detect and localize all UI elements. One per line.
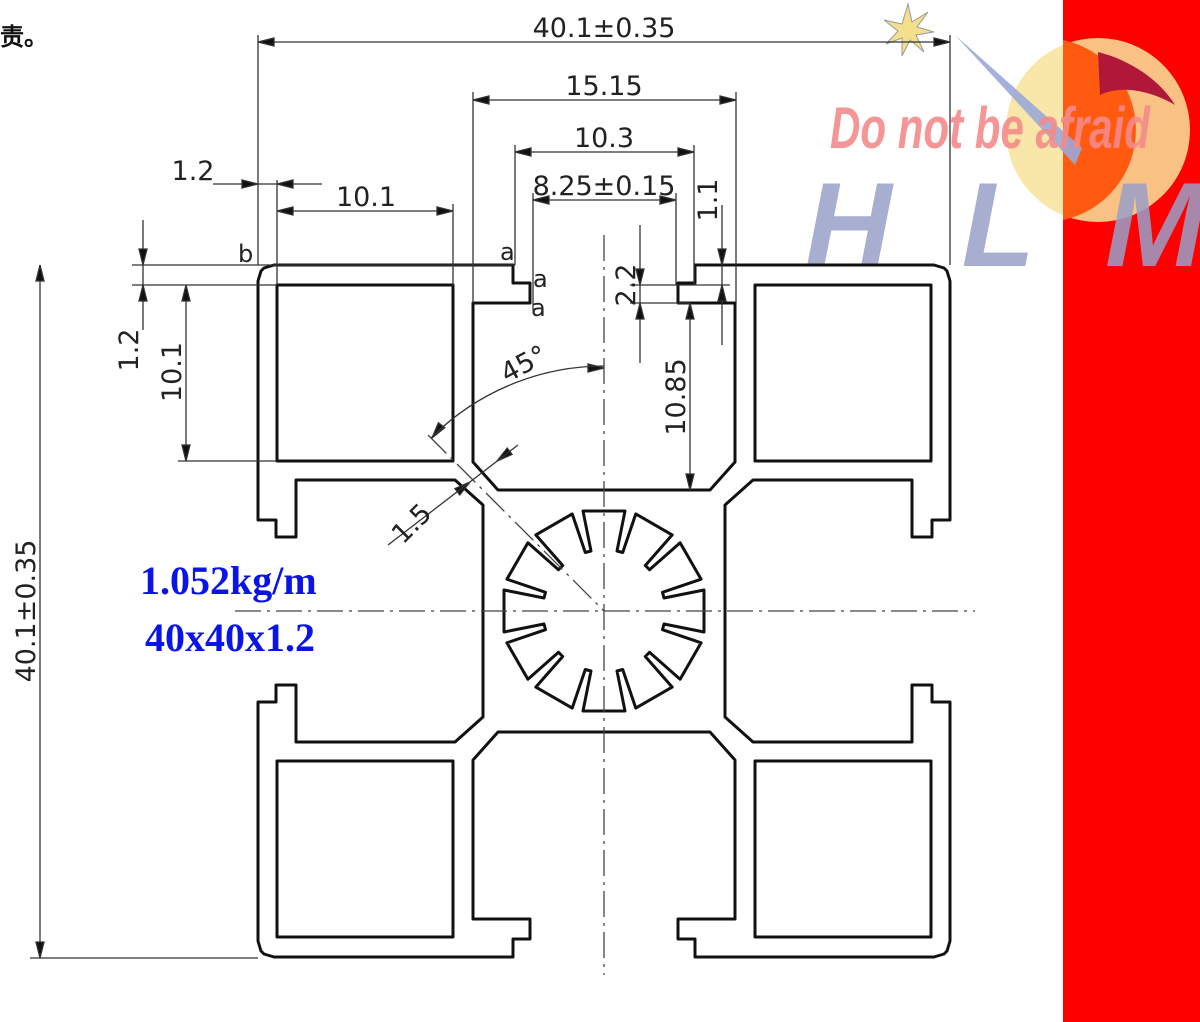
arrowhead bbox=[717, 284, 727, 302]
dim-hole-height: 10.1 bbox=[157, 342, 188, 402]
dim-slot-lip-depth: 2.2 bbox=[611, 264, 642, 307]
dim-hole-width: 10.1 bbox=[336, 182, 396, 213]
arrowhead bbox=[587, 363, 605, 373]
arrowhead bbox=[635, 268, 645, 286]
arrowhead bbox=[436, 206, 454, 216]
marker-a1: a bbox=[500, 238, 515, 266]
aluminium-profile-section bbox=[256, 263, 952, 959]
header-fragment: 责。 bbox=[0, 23, 48, 51]
dim-angle: 45° bbox=[496, 340, 553, 390]
arrowhead bbox=[472, 95, 490, 105]
star-icon bbox=[883, 2, 935, 57]
arrowhead bbox=[181, 444, 191, 462]
arrowhead bbox=[276, 179, 294, 189]
spec-size: 40x40x1.2 bbox=[145, 615, 315, 660]
arrowhead bbox=[685, 473, 695, 491]
arrowhead bbox=[659, 195, 677, 205]
arrowhead bbox=[138, 284, 148, 302]
extension-lines bbox=[30, 35, 951, 959]
dim-slot-outer: 15.15 bbox=[565, 71, 642, 102]
marker-a2: a bbox=[533, 265, 548, 293]
arrowhead bbox=[635, 302, 645, 320]
arrowhead bbox=[514, 147, 532, 157]
arrowhead bbox=[719, 95, 737, 105]
dim-overall-width: 40.1±0.35 bbox=[533, 13, 676, 44]
marker-b: b bbox=[238, 240, 253, 268]
arrowhead bbox=[933, 37, 951, 47]
angle-arc bbox=[430, 365, 605, 439]
arrowhead bbox=[257, 37, 275, 47]
spec-weight: 1.052kg/m bbox=[140, 558, 317, 603]
watermark-slogan: Do not be afraid bbox=[830, 96, 1151, 161]
dim-slot-opening: 8.25±0.15 bbox=[533, 171, 676, 202]
dim-wall-left: 1.2 bbox=[114, 329, 145, 372]
arrowhead bbox=[241, 179, 259, 189]
dim-wall-top: 1.2 bbox=[172, 156, 215, 187]
arrowhead bbox=[138, 248, 148, 266]
dim-slot-mid: 10.3 bbox=[574, 123, 634, 154]
arrowhead bbox=[532, 195, 550, 205]
arrowhead bbox=[35, 264, 45, 282]
dim-web-thickness: 1.5 bbox=[386, 498, 438, 550]
brand-logo bbox=[883, 2, 1190, 222]
dim-overall-height: 40.1±0.35 bbox=[11, 540, 42, 683]
dimension-lines bbox=[35, 37, 951, 959]
arrowhead bbox=[181, 284, 191, 302]
arrowhead bbox=[677, 147, 695, 157]
marker-a3: a bbox=[531, 294, 546, 322]
arrowhead bbox=[276, 206, 294, 216]
dim-slot-depth: 10.85 bbox=[661, 358, 692, 435]
web-dimension-line bbox=[387, 444, 519, 546]
dim-lip-thickness: 1.1 bbox=[693, 179, 724, 222]
arrowhead bbox=[685, 302, 695, 320]
diagonal-centerline bbox=[427, 434, 605, 612]
arrowhead bbox=[35, 941, 45, 959]
arrowhead bbox=[717, 248, 727, 266]
